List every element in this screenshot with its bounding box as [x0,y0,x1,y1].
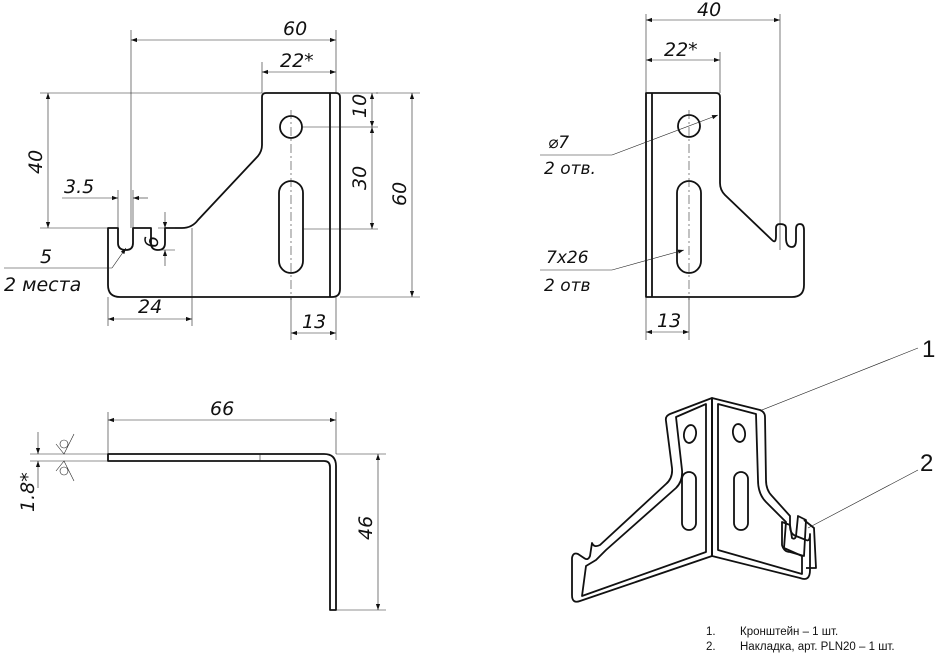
callout-2: 2 [920,450,933,477]
top-view-profile [107,453,337,611]
dim-radius-label: 5 [40,246,52,268]
dim-radius-note: 2 места [4,274,81,296]
side-view: 40 22* ⌀7 2 отв. 7x26 2 отв 13 [540,0,805,340]
dim-side-width-label: 40 [697,0,721,21]
dim-arm-height-label: 40 [25,150,47,174]
legend-number: 1. [706,626,716,638]
iso-clip [781,515,807,557]
surface-finish-symbol [59,439,69,449]
dim-slot-depth-label: 6 [141,236,163,248]
iso-hole [731,423,747,443]
iso-left-wing-inner [581,403,707,597]
dim-hole-offset-label: 22* [280,50,314,72]
dim-slot-width-label: 3.5 [64,176,94,198]
iso-hole [682,424,698,444]
dim-top-hole-label: 10 [349,94,371,118]
iso-right-wing-inner [717,403,803,575]
legend-item: 2. Накладка, арт. PLN20 – 1 шт. [706,640,895,655]
isometric-view [571,397,817,603]
front-view: 60 22* 10 30 60 40 3.5 6 [4,18,420,340]
surface-finish-symbol [55,460,75,482]
iso-clip-side [803,519,817,569]
legend-text: Накладка, арт. PLN20 – 1 шт. [740,641,895,653]
side-view-outline [645,92,805,298]
leader-line [111,247,127,269]
front-view-outline [107,92,341,298]
legend-text: Кронштейн – 1 шт. [740,626,839,638]
legend-item: 1. Кронштейн – 1 шт. [706,625,895,640]
dim-thickness-label: 1.8* [17,472,39,512]
dim-side-hole-label: 22* [664,39,698,61]
dim-arm-length-label: 24 [138,296,162,318]
callout-1: 1 [922,336,935,363]
dim-flange-label: 13 [302,311,326,333]
callout-leader [761,347,919,411]
hole-note-size: ⌀7 [548,133,569,153]
dim-width-label: 60 [283,18,307,40]
surface-finish-symbol [59,466,69,476]
dim-height-label: 46 [355,516,377,540]
legend-number: 2. [706,641,716,653]
top-view: 66 46 1.8* [17,398,386,611]
slot-note-size: 7x26 [546,248,589,268]
dim-total-height-label: 60 [389,182,411,206]
parts-legend: 1. Кронштейн – 1 шт. 2. Накладка, арт. P… [706,625,895,655]
hole-note-count: 2 отв. [544,159,596,179]
iso-left-wing [571,397,713,603]
leader-line [611,114,719,156]
surface-finish-symbol [55,433,75,455]
dim-side-flange-label: 13 [657,310,681,332]
iso-slot [681,471,697,531]
callout-leader [807,469,919,529]
dim-length-label: 66 [210,398,234,420]
iso-slot [733,471,749,531]
slot-note-count: 2 отв [544,276,591,296]
leader-line [611,249,685,271]
dim-hole-spacing-label: 30 [349,166,371,190]
